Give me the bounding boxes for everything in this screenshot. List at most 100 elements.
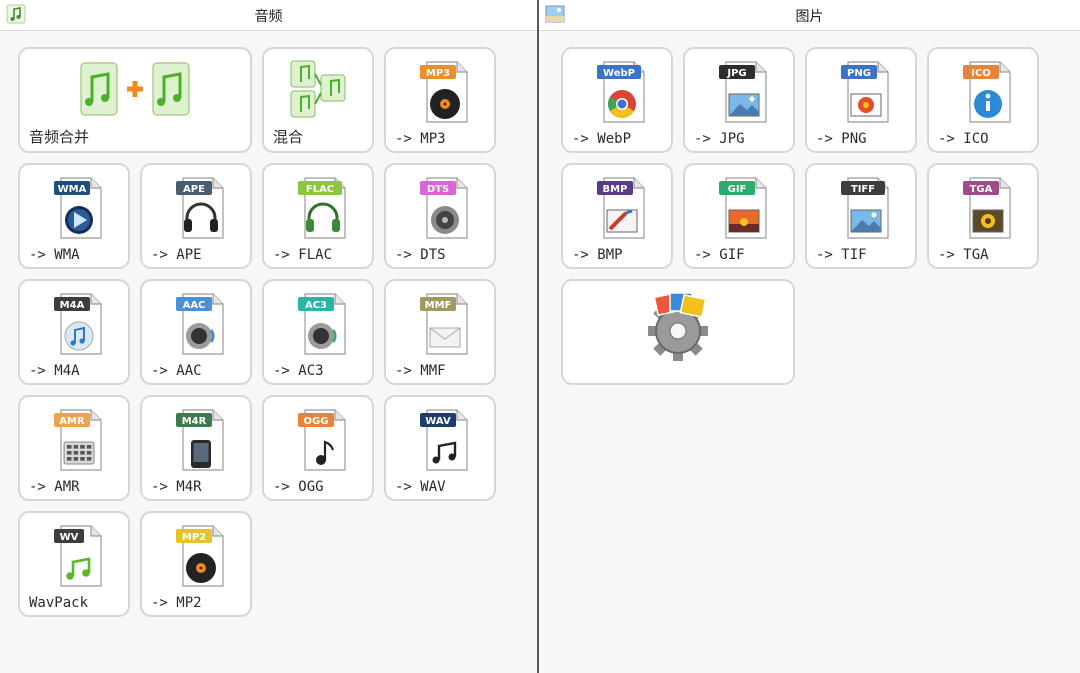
file-icon: JPG: [719, 61, 767, 123]
convert-jpg-button[interactable]: JPG -> JPG: [683, 47, 795, 153]
audio-panel: 音频 音频合并 混合 MP3 -> MP3 WMA -> WMA APE -> …: [0, 0, 537, 673]
picture-icon: [545, 5, 565, 23]
file-icon: TGA: [963, 177, 1011, 239]
file-icon: AAC: [176, 293, 224, 355]
merge-audio-button[interactable]: 音频合并: [18, 47, 252, 153]
file-icon: AMR: [54, 409, 102, 471]
format-tag: [719, 65, 755, 79]
file-icon: BMP: [597, 177, 645, 239]
tile-label: -> ICO: [938, 131, 989, 147]
windows-media-icon: [65, 206, 93, 234]
green-notes-icon: [66, 557, 91, 580]
format-tag: [298, 181, 342, 195]
tile-label: -> APE: [151, 247, 202, 263]
file-icon: WV: [54, 525, 102, 587]
svg-text:JPG: JPG: [726, 68, 746, 79]
convert-wma-button[interactable]: WMA -> WMA: [18, 163, 130, 269]
convert-png-button[interactable]: PNG -> PNG: [805, 47, 917, 153]
convert-webp-button[interactable]: WebP -> WebP: [561, 47, 673, 153]
convert-ape-button[interactable]: APE -> APE: [140, 163, 252, 269]
file-icon: PNG: [841, 61, 889, 123]
convert-ac3-button[interactable]: AC3 -> AC3: [262, 279, 374, 385]
convert-flac-button[interactable]: FLAC -> FLAC: [262, 163, 374, 269]
tile-label: -> M4R: [151, 479, 202, 495]
svg-text:WMA: WMA: [58, 184, 87, 195]
file-icon: TIFF: [841, 177, 889, 239]
file-icon: MMF: [420, 293, 468, 355]
music-note-icon: [6, 4, 26, 24]
headphones-green-icon: [306, 202, 340, 232]
file-icon: ICO: [963, 61, 1011, 123]
format-tag: [963, 181, 999, 195]
format-tag: [298, 297, 334, 311]
svg-text:OGG: OGG: [304, 416, 329, 427]
chrome-icon: [608, 90, 636, 118]
convert-wav-button[interactable]: WAV -> WAV: [384, 395, 496, 501]
tile-label: WavPack: [29, 595, 89, 611]
file-icon: DTS: [420, 177, 468, 239]
format-tag: [597, 65, 641, 79]
convert-gif-button[interactable]: GIF -> GIF: [683, 163, 795, 269]
tile-label: -> WebP: [572, 131, 632, 147]
format-tag: [420, 413, 456, 427]
convert-tiff-button[interactable]: TIFF -> TIF: [805, 163, 917, 269]
tile-label: -> GIF: [694, 247, 745, 263]
vinyl-icon: [186, 553, 216, 583]
svg-text:AC3: AC3: [305, 300, 327, 311]
keypad-icon: [63, 441, 95, 465]
convert-m4a-button[interactable]: M4A -> M4A: [18, 279, 130, 385]
convert-aac-button[interactable]: AAC -> AAC: [140, 279, 252, 385]
tile-label: -> DTS: [395, 247, 446, 263]
convert-dts-button[interactable]: DTS -> DTS: [384, 163, 496, 269]
speaker-green-icon: [308, 323, 337, 349]
phone-icon: [191, 440, 211, 468]
format-tag: [963, 65, 999, 79]
svg-text:TIFF: TIFF: [851, 184, 875, 195]
landscape-icon: [850, 209, 882, 233]
convert-wv-button[interactable]: WV WavPack: [18, 511, 130, 617]
format-tag: [176, 413, 212, 427]
convert-ico-button[interactable]: ICO -> ICO: [927, 47, 1039, 153]
file-icon: WMA: [54, 177, 102, 239]
format-tag: [54, 529, 84, 543]
convert-mp2-button[interactable]: MP2 -> MP2: [140, 511, 252, 617]
svg-text:MP3: MP3: [426, 68, 450, 79]
format-tag: [176, 181, 212, 195]
tile-label: -> AMR: [29, 479, 80, 495]
convert-amr-button[interactable]: AMR -> AMR: [18, 395, 130, 501]
image-tools-button[interactable]: [561, 279, 795, 385]
tile-label: -> MP2: [151, 595, 202, 611]
convert-mp3-button[interactable]: MP3 -> MP3: [384, 47, 496, 153]
tile-label: -> FLAC: [273, 247, 333, 263]
file-icon: GIF: [719, 177, 767, 239]
format-tag: [597, 181, 633, 195]
convert-m4r-button[interactable]: M4R -> M4R: [140, 395, 252, 501]
info-icon: [974, 90, 1002, 118]
convert-tga-button[interactable]: TGA -> TGA: [927, 163, 1039, 269]
svg-text:M4R: M4R: [182, 416, 207, 427]
file-icon: WebP: [597, 61, 645, 123]
file-icon: M4R: [176, 409, 224, 471]
file-icon: MP3: [420, 61, 468, 123]
sunflower-icon: [972, 209, 1004, 233]
svg-text:M4A: M4A: [60, 300, 85, 311]
image-panel-title: 图片: [795, 9, 824, 25]
file-icon: M4A: [54, 293, 102, 355]
merge-audio-icon: [80, 62, 190, 116]
format-tag: [54, 413, 90, 427]
convert-ogg-button[interactable]: OGG -> OGG: [262, 395, 374, 501]
convert-bmp-button[interactable]: BMP -> BMP: [561, 163, 673, 269]
svg-text:TGA: TGA: [970, 184, 993, 195]
panel-divider: [537, 0, 539, 673]
convert-mmf-button[interactable]: MMF -> MMF: [384, 279, 496, 385]
svg-text:DTS: DTS: [427, 184, 449, 195]
format-tag: [841, 181, 885, 195]
mix-audio-button[interactable]: 混合: [262, 47, 374, 153]
speaker-icon: [431, 206, 459, 234]
svg-text:MMF: MMF: [425, 300, 452, 311]
format-tag: [719, 181, 755, 195]
format-tag: [176, 529, 212, 543]
sunset-icon: [728, 209, 760, 233]
flower-icon: [850, 93, 882, 117]
headphones-icon: [184, 202, 218, 232]
